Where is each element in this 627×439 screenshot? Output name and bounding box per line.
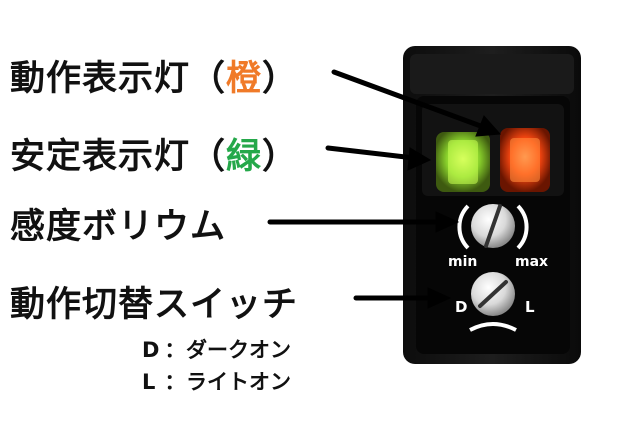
stability-paren-open: （ xyxy=(190,137,226,177)
mode-key: D xyxy=(142,338,164,362)
volume-min-label: min xyxy=(448,254,477,270)
stability-paren-close: ） xyxy=(262,137,298,177)
sensitivity-volume-label: 感度ボリウム xyxy=(10,198,226,249)
mode-description: ライトオン xyxy=(186,370,291,394)
stability-indicator-label: 安定表示灯（緑） xyxy=(10,128,298,179)
mode-note-dark-on: D：ダークオン xyxy=(142,334,291,364)
volume-max-label: max xyxy=(515,254,548,270)
mode-switch-label: 動作切替スイッチ xyxy=(10,276,298,327)
mode-note-light-on: L：ライトオン xyxy=(142,366,291,396)
operation-indicator-text: 動作表示灯 xyxy=(10,59,190,99)
stability-color-word: 緑 xyxy=(226,137,262,177)
operation-indicator-label: 動作表示灯（橙） xyxy=(10,50,298,101)
stability-led xyxy=(436,132,490,192)
operation-paren-open: （ xyxy=(190,59,226,99)
operation-color-word: 橙 xyxy=(226,59,262,99)
switch-l-label: L xyxy=(525,298,535,316)
mode-separator: ： xyxy=(164,334,186,364)
mode-separator: ： xyxy=(164,366,186,396)
operation-paren-close: ） xyxy=(262,59,298,99)
mode-key: L xyxy=(142,370,164,394)
arrow-to-stability-led xyxy=(328,148,430,170)
mode-description: ダークオン xyxy=(186,338,291,362)
stability-indicator-text: 安定表示灯 xyxy=(10,137,190,177)
operation-led xyxy=(500,128,550,192)
switch-d-label: D xyxy=(455,298,467,316)
